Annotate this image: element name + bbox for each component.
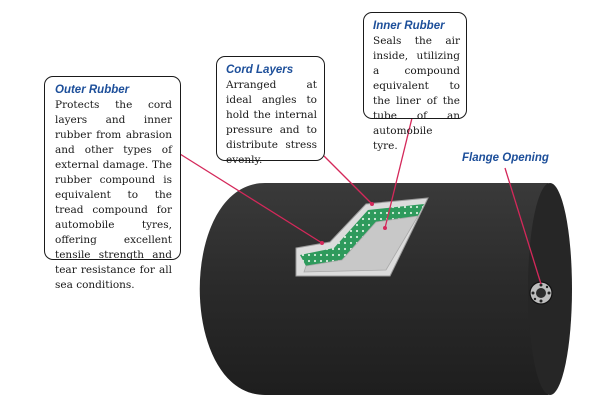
cord-layers-text: Arranged at ideal angles to hold the int… bbox=[226, 79, 317, 166]
fender-body bbox=[199, 183, 571, 395]
outer-rubber-callout: Outer Rubber Protects the cord layers an… bbox=[44, 76, 181, 291]
cutaway-section bbox=[295, 197, 429, 277]
cord-layers-leader-dot bbox=[370, 202, 374, 206]
cord-layers-title: Cord Layers bbox=[226, 64, 294, 76]
flange-opening-leader bbox=[504, 167, 542, 285]
inner-rubber-callout: Inner Rubber Seals the air inside, utili… bbox=[363, 12, 467, 152]
flange-opening-label: Flange Opening bbox=[462, 152, 549, 164]
flange-opening bbox=[529, 281, 553, 305]
outer-rubber-leader bbox=[179, 153, 323, 244]
inner-rubber-leader bbox=[384, 117, 413, 229]
cord-layers-leader bbox=[323, 155, 373, 205]
inner-liner bbox=[303, 215, 419, 273]
outer-rubber-title: Outer Rubber bbox=[55, 84, 130, 96]
outer-rubber-leader-dot bbox=[320, 241, 324, 245]
cord-layers-callout: Cord Layers Arranged at ideal angles to … bbox=[216, 56, 325, 166]
inner-rubber-text: Seals the air inside, utilizing a compou… bbox=[373, 35, 460, 152]
outer-rubber-text: Protects the cord layers and inner rubbe… bbox=[55, 99, 172, 291]
inner-rubber-title: Inner Rubber bbox=[373, 20, 445, 32]
inner-rubber-leader-dot bbox=[383, 226, 387, 230]
